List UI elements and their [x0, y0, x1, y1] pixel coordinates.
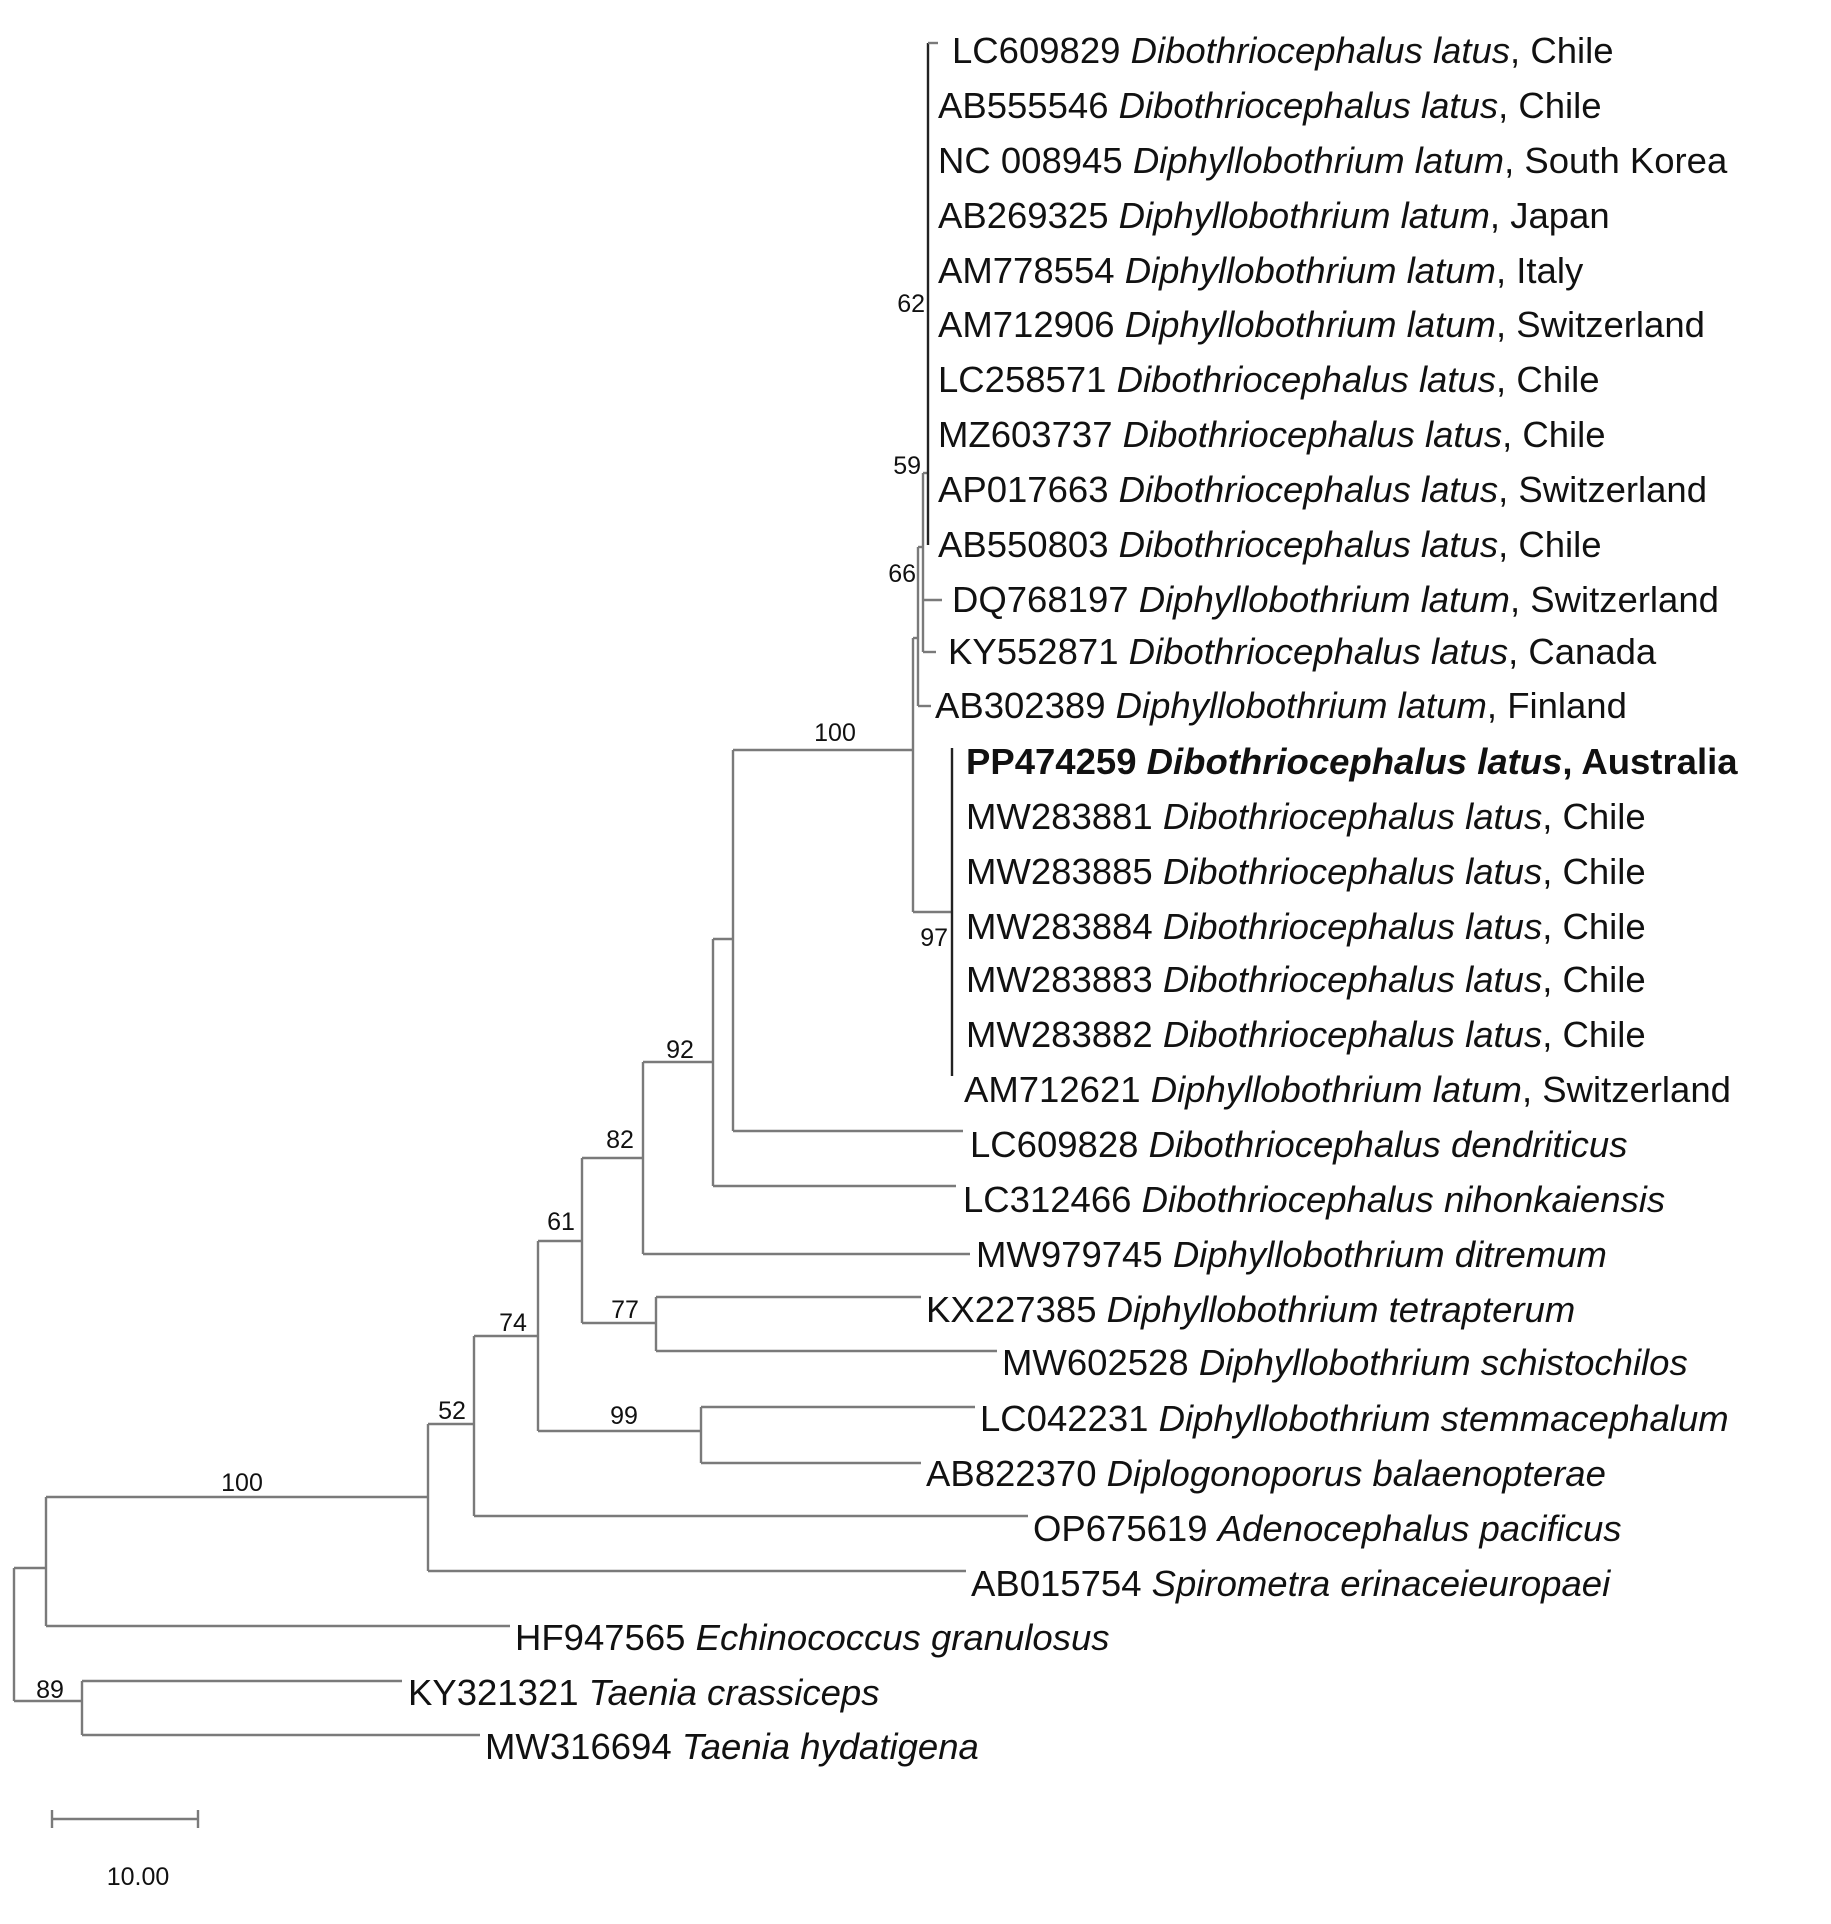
tip-label: AB269325 Diphyllobothrium latum, Japan: [938, 195, 1610, 236]
scale-bar: 10.00: [50, 1810, 200, 1891]
tip-label: DQ768197 Diphyllobothrium latum, Switzer…: [952, 579, 1719, 620]
tip-label: AM778554 Diphyllobothrium latum, Italy: [938, 250, 1584, 291]
tip-label: KX227385 Diphyllobothrium tetrapterum: [926, 1289, 1575, 1330]
tree-branches: [12, 41, 1028, 1737]
tip-label: LC609829 Dibothriocephalus latus, Chile: [952, 30, 1614, 71]
tip-label: MZ603737 Dibothriocephalus latus, Chile: [938, 414, 1606, 455]
bootstrap-97: 97: [920, 924, 948, 952]
bootstrap-62: 62: [897, 290, 925, 318]
tip-label: AM712906 Diphyllobothrium latum, Switzer…: [938, 304, 1705, 345]
bootstrap-52: 52: [438, 1397, 466, 1425]
tip-label: KY552871 Dibothriocephalus latus, Canada: [948, 631, 1657, 672]
tip-label: AP017663 Dibothriocephalus latus, Switze…: [938, 469, 1707, 510]
tip-label: LC312466 Dibothriocephalus nihonkaiensis: [963, 1179, 1665, 1220]
tip-label: LC258571 Dibothriocephalus latus, Chile: [938, 359, 1600, 400]
tip-label: AB822370 Diplogonoporus balaenopterae: [926, 1453, 1606, 1494]
tip-label: KY321321 Taenia crassiceps: [408, 1672, 879, 1713]
tip-label: AM712621 Diphyllobothrium latum, Switzer…: [964, 1069, 1731, 1110]
bootstrap-59: 59: [893, 452, 921, 480]
scale-bar-label: 10.00: [107, 1863, 170, 1891]
tip-label: MW283885 Dibothriocephalus latus, Chile: [966, 851, 1646, 892]
bootstrap-61: 61: [547, 1208, 575, 1236]
bootstrap-100-latus: 100: [814, 719, 856, 747]
tip-label: MW283883 Dibothriocephalus latus, Chile: [966, 959, 1646, 1000]
bootstrap-77: 77: [611, 1296, 639, 1324]
tip-label-highlighted: PP474259 Dibothriocephalus latus, Austra…: [966, 741, 1738, 782]
bootstrap-89: 89: [36, 1676, 64, 1704]
bootstrap-74: 74: [499, 1309, 527, 1337]
tip-label: MW602528 Diphyllobothrium schistochilos: [1002, 1342, 1688, 1383]
tip-label: AB555546 Dibothriocephalus latus, Chile: [938, 85, 1602, 126]
tip-label: AB302389 Diphyllobothrium latum, Finland: [935, 685, 1627, 726]
tip-label: LC042231 Diphyllobothrium stemmacephalum: [980, 1398, 1729, 1439]
tip-label: NC 008945 Diphyllobothrium latum, South …: [938, 140, 1728, 181]
bootstrap-82: 82: [606, 1126, 634, 1154]
tip-label: MW283881 Dibothriocephalus latus, Chile: [966, 796, 1646, 837]
tip-label: LC609828 Dibothriocephalus dendriticus: [970, 1124, 1627, 1165]
tip-label: MW316694 Taenia hydatigena: [485, 1726, 979, 1767]
tip-label: AB015754 Spirometra erinaceieuropaei: [971, 1563, 1611, 1604]
bootstrap-92: 92: [666, 1036, 694, 1064]
tip-label: MW979745 Diphyllobothrium ditremum: [976, 1234, 1607, 1275]
bootstrap-values: 62 59 66 97 100 92 82 61 77 74 99 52 100…: [36, 290, 948, 1704]
bootstrap-100-root: 100: [221, 1469, 263, 1497]
tip-label: HF947565 Echinococcus granulosus: [515, 1617, 1110, 1658]
bootstrap-66: 66: [888, 560, 916, 588]
tip-label: MW283884 Dibothriocephalus latus, Chile: [966, 906, 1646, 947]
tip-label: AB550803 Dibothriocephalus latus, Chile: [938, 524, 1602, 565]
tip-label: OP675619 Adenocephalus pacificus: [1033, 1508, 1622, 1549]
bootstrap-99: 99: [610, 1402, 638, 1430]
tip-label: MW283882 Dibothriocephalus latus, Chile: [966, 1014, 1646, 1055]
tip-labels: LC609829 Dibothriocephalus latus, Chile …: [408, 30, 1738, 1767]
